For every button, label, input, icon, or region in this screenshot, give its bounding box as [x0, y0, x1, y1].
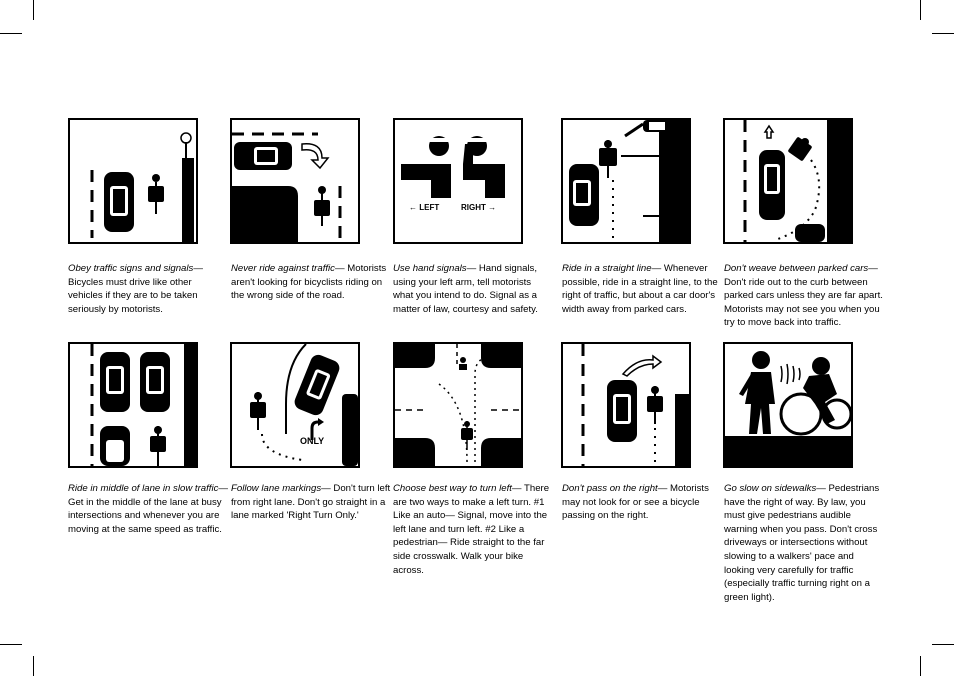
caption-dont-weave: Don't weave between parked cars— Don't r…: [724, 263, 883, 329]
illustration-never-against: [230, 118, 360, 244]
crop-mark: [0, 33, 22, 34]
tip-body: Bicycles must drive like other vehicles …: [68, 276, 198, 315]
tip-title: Ride in a straight line: [562, 263, 652, 274]
hand-signals-drawing: ← LEFT RIGHT →: [401, 136, 505, 212]
crop-mark: [0, 644, 22, 645]
illustration-middle-lane: [68, 342, 198, 468]
signal-label-left: ← LEFT: [409, 203, 439, 212]
sidewalks-drawing: [725, 351, 851, 466]
tip-body: Hand signals, using your left arm, tell …: [393, 263, 538, 315]
dont-weave-drawing: [743, 120, 851, 242]
illustration-dont-pass-right: [561, 342, 691, 468]
caption-turn-left: Choose best way to turn left— There are …: [393, 483, 550, 576]
tip-body: Motorists aren't looking for bicyclists …: [231, 263, 387, 302]
caption-never-against: Never ride against traffic— Motorists ar…: [231, 263, 387, 302]
middle-lane-drawing: [90, 344, 196, 466]
tip-title: Go slow on sidewalks: [724, 483, 817, 494]
caption-middle-lane: Ride in middle of lane in slow traffic— …: [68, 483, 228, 535]
tip-body: Get in the middle of the lane at busy in…: [68, 496, 222, 535]
illustration-dont-weave: [723, 118, 853, 244]
never-against-drawing: [232, 132, 342, 242]
tip-title: Never ride against traffic: [231, 263, 335, 274]
caption-dont-pass-right: Don't pass on the right— Motorists may n…: [562, 483, 709, 522]
crop-mark: [33, 0, 34, 20]
caption-obey-signs: Obey traffic signs and signals— Bicycles…: [68, 263, 203, 315]
obey-signs-drawing: [90, 132, 194, 242]
tip-body: Motorists may not look for or see a bicy…: [562, 483, 709, 522]
caption-sidewalks: Go slow on sidewalks— Pedestrians have t…: [724, 483, 880, 603]
tip-body: Whenever possible, ride in a straight li…: [562, 263, 718, 315]
illustration-hand-signals: ← LEFT RIGHT →: [393, 118, 523, 244]
crop-mark: [932, 33, 954, 34]
illustration-straight-line: [561, 118, 691, 244]
signal-label-right: RIGHT →: [461, 203, 496, 212]
straight-line-drawing: [569, 120, 689, 242]
crop-mark: [932, 644, 954, 645]
illustration-lane-markings: ONLY: [230, 342, 360, 468]
illustration-turn-left: [393, 342, 523, 468]
tip-title: Use hand signals: [393, 263, 467, 274]
crop-mark: [920, 0, 921, 20]
illustration-sidewalks: [723, 342, 853, 468]
crop-mark: [920, 656, 921, 676]
caption-lane-markings: Follow lane markings— Don't turn left fr…: [231, 483, 391, 522]
tip-title: Obey traffic signs and signals: [68, 263, 194, 274]
tip-title: Ride in middle of lane in slow traffic: [68, 483, 219, 494]
tip-title: Don't weave between parked cars: [724, 263, 869, 274]
caption-hand-signals: Use hand signals— Hand signals, using yo…: [393, 263, 538, 315]
tip-body: Don't turn left from right lane. Don't g…: [231, 483, 391, 522]
illustration-obey-signs: [68, 118, 198, 244]
turn-left-drawing: [395, 344, 521, 466]
tip-title: Don't pass on the right: [562, 483, 658, 494]
tip-body: There are two ways to make a left turn. …: [393, 483, 550, 576]
tip-body: Pedestrians have the right of way. By la…: [724, 483, 880, 603]
tip-title: Choose best way to turn left: [393, 483, 512, 494]
lane-marking-only: ONLY: [300, 436, 324, 446]
crop-mark: [33, 656, 34, 676]
caption-straight-line: Ride in a straight line— Whenever possib…: [562, 263, 718, 315]
tip-title: Follow lane markings: [231, 483, 322, 494]
lane-markings-drawing: ONLY: [250, 344, 358, 466]
dont-pass-right-drawing: [581, 344, 689, 466]
tip-body: Don't ride out to the curb between parke…: [724, 276, 883, 329]
